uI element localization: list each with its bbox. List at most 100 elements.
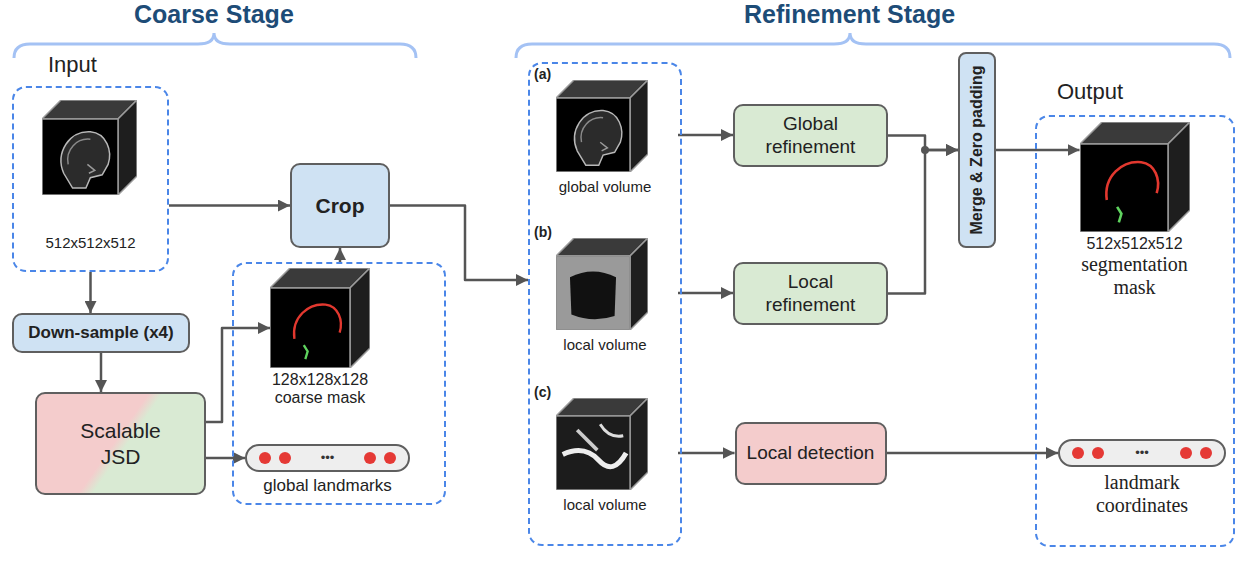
graphic	[270, 288, 350, 368]
box-label: Global refinement	[735, 113, 886, 159]
graphic	[600, 142, 607, 151]
volume-cube	[556, 398, 648, 490]
box-label: Scalable JSD	[60, 418, 182, 468]
ct-volume	[42, 100, 137, 195]
stage-brace	[516, 33, 1230, 58]
ellipsis: •••	[1060, 445, 1224, 461]
box-label: Local refinement	[735, 271, 886, 317]
volume-size: 512x512x512	[14, 234, 167, 251]
group-heading: Input	[48, 52, 97, 78]
volume-cube	[1080, 122, 1190, 232]
box-label: Crop	[310, 193, 371, 218]
graphic	[575, 110, 622, 165]
panel-letter: (a)	[534, 66, 551, 82]
flow-arrow	[996, 149, 1080, 152]
landmark-list: •••landmark coordinates	[1058, 439, 1226, 521]
graphic	[61, 132, 109, 188]
landmark-dot	[1180, 447, 1192, 459]
ellipsis: •••	[247, 450, 408, 466]
graphic	[557, 417, 629, 489]
box-label: Merge & Zero padding	[968, 66, 986, 235]
volume-cube	[556, 238, 648, 330]
graphic	[556, 98, 630, 172]
volume-cube	[270, 268, 370, 368]
graphic	[1117, 207, 1121, 222]
landmark-dot	[1072, 447, 1084, 459]
flow-arrow	[206, 457, 245, 460]
junction-dot	[921, 146, 929, 154]
graphic	[570, 271, 616, 319]
graphic	[304, 345, 308, 359]
volume-caption: local volume	[532, 336, 678, 353]
list-caption: global landmarks	[245, 476, 410, 496]
graphic	[557, 417, 629, 489]
process-box: Local refinement	[733, 262, 888, 325]
input-group: Input512x512x512	[12, 86, 169, 272]
volume-caption: coarse mask	[275, 389, 366, 407]
panel-letter: (b)	[534, 224, 552, 240]
mask-cube	[1080, 122, 1190, 232]
flow-arrow	[678, 134, 733, 137]
process-box: Local detection	[735, 422, 887, 485]
graphic	[630, 398, 648, 490]
graphic	[1106, 162, 1158, 200]
volume-size: 128x128x128	[272, 371, 368, 389]
mask-volume: 128x128x128coarse mask	[250, 268, 390, 418]
landmark-dot	[279, 452, 291, 464]
volume-size: 512x512x512	[1086, 235, 1182, 253]
volume-caption: global volume	[532, 178, 678, 195]
input-volume: (b) local volume	[532, 224, 678, 374]
flow-arrow	[100, 353, 103, 392]
volume-cube	[556, 80, 648, 172]
stage-title: Coarse Stage	[134, 0, 294, 29]
process-box: Crop	[290, 163, 390, 248]
flow-arrow	[887, 452, 1059, 455]
mask-volume: 512x512x512segmentation mask	[1047, 122, 1222, 307]
group-box: Output512x512x512segmentation mask•••lan…	[1035, 115, 1235, 547]
ct-volume	[556, 238, 648, 330]
stage-title: Refinement Stage	[744, 0, 955, 29]
flow-arrow	[390, 206, 528, 281]
box-label: Down-sample (x4)	[22, 323, 179, 343]
process-box: Down-sample (x4)	[12, 313, 190, 353]
landmark-dot	[259, 452, 271, 464]
flow-arrow	[169, 204, 290, 207]
graphic	[294, 304, 341, 359]
panel-letter: (c)	[534, 384, 551, 400]
landmark-list: ••• global landmarks	[245, 444, 410, 500]
merge-box: Merge & Zero padding	[958, 52, 996, 248]
graphic	[1080, 144, 1168, 232]
volume-caption: segmentation mask	[1070, 253, 1200, 299]
ct-volume	[556, 398, 648, 490]
graphic	[630, 80, 648, 172]
graphic	[1106, 162, 1158, 222]
graphic	[87, 164, 94, 173]
graphic	[575, 110, 622, 165]
landmark-pill: •••	[1058, 439, 1226, 467]
process-box: Global refinement	[733, 104, 888, 167]
flow-arrow	[339, 248, 342, 262]
graphic	[557, 257, 629, 329]
landmark-pill: •••	[245, 444, 410, 472]
landmark-dot	[364, 452, 376, 464]
process-box: Scalable JSD	[35, 392, 206, 495]
volume-cube	[42, 100, 137, 195]
graphic	[581, 118, 603, 143]
flow-arrow	[678, 452, 735, 455]
landmark-dot	[384, 452, 396, 464]
graphic	[630, 238, 648, 330]
landmark-dot	[1092, 447, 1104, 459]
graphic	[557, 257, 629, 329]
graphic	[1168, 122, 1190, 232]
flow-arrow	[888, 150, 958, 294]
box-label: Local detection	[741, 442, 881, 465]
ct-volume	[556, 80, 648, 172]
graphic	[294, 304, 341, 338]
landmark-dot	[1200, 447, 1212, 459]
graphic	[350, 268, 370, 368]
graphic	[556, 416, 630, 490]
graphic	[118, 100, 137, 195]
flow-arrow	[206, 328, 270, 422]
graphic	[61, 132, 109, 188]
